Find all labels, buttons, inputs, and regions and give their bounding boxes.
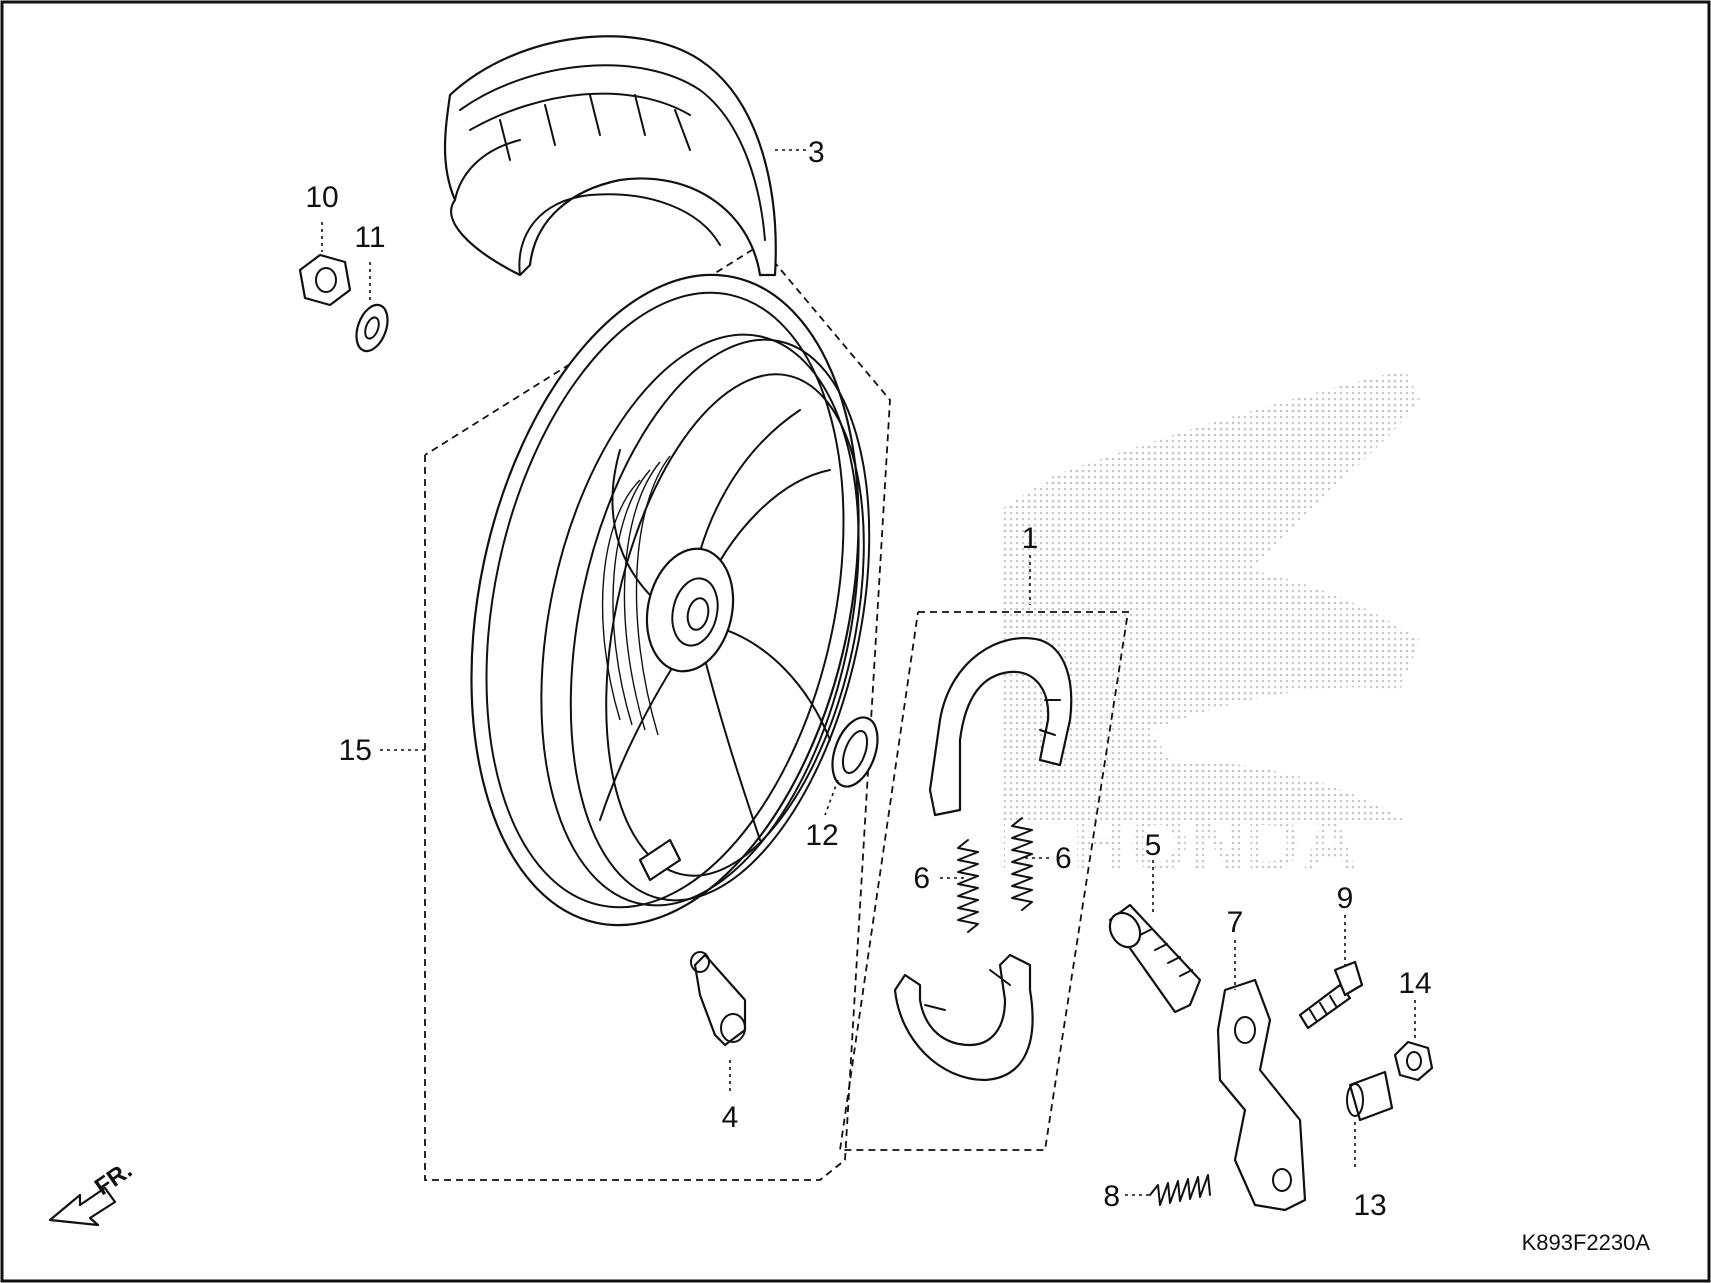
honda-logo-text: HONDA bbox=[1072, 799, 1358, 887]
washer bbox=[355, 303, 389, 353]
brake-shoe-upper bbox=[928, 637, 1073, 817]
tire-valve bbox=[690, 951, 747, 1047]
axle-nut bbox=[298, 253, 352, 307]
arm-bolt bbox=[1298, 960, 1364, 1030]
callout-1: 1 bbox=[1022, 522, 1039, 555]
leader-12 bbox=[824, 779, 839, 816]
tire bbox=[443, 35, 777, 277]
brake-cam bbox=[1108, 903, 1202, 1014]
joint-pin bbox=[1346, 1070, 1394, 1122]
callout-13: 13 bbox=[1353, 1189, 1386, 1222]
callout-15: 15 bbox=[339, 734, 372, 767]
brake-shoe-spring-b bbox=[1011, 817, 1033, 911]
drawing-code: K893F2230A bbox=[1522, 1230, 1651, 1255]
callout-4: 4 bbox=[722, 1101, 739, 1134]
brake-arm bbox=[1216, 978, 1307, 1212]
callout-8: 8 bbox=[1103, 1180, 1120, 1213]
brake-shoe-spring-a bbox=[957, 839, 979, 933]
callout-14: 14 bbox=[1398, 967, 1431, 1000]
callout-6b: 6 bbox=[1055, 842, 1072, 875]
brake-shoe-set-boundary bbox=[838, 611, 1130, 1151]
callout-11: 11 bbox=[354, 221, 385, 254]
front-direction-arrow bbox=[48, 1186, 117, 1227]
callout-9: 9 bbox=[1337, 882, 1354, 915]
honda-wing-watermark bbox=[1000, 370, 1420, 875]
callout-3: 3 bbox=[808, 136, 825, 169]
callout-7: 7 bbox=[1227, 906, 1244, 939]
callout-10: 10 bbox=[305, 181, 338, 214]
return-spring bbox=[1149, 1174, 1211, 1206]
rear-wheel bbox=[470, 273, 871, 927]
dust-seal bbox=[831, 716, 879, 788]
brake-shoe-lower bbox=[893, 953, 1034, 1082]
callout-6a: 6 bbox=[913, 862, 930, 895]
callout-5: 5 bbox=[1145, 829, 1162, 862]
callout-12: 12 bbox=[805, 819, 838, 852]
arm-nut bbox=[1393, 1040, 1434, 1082]
